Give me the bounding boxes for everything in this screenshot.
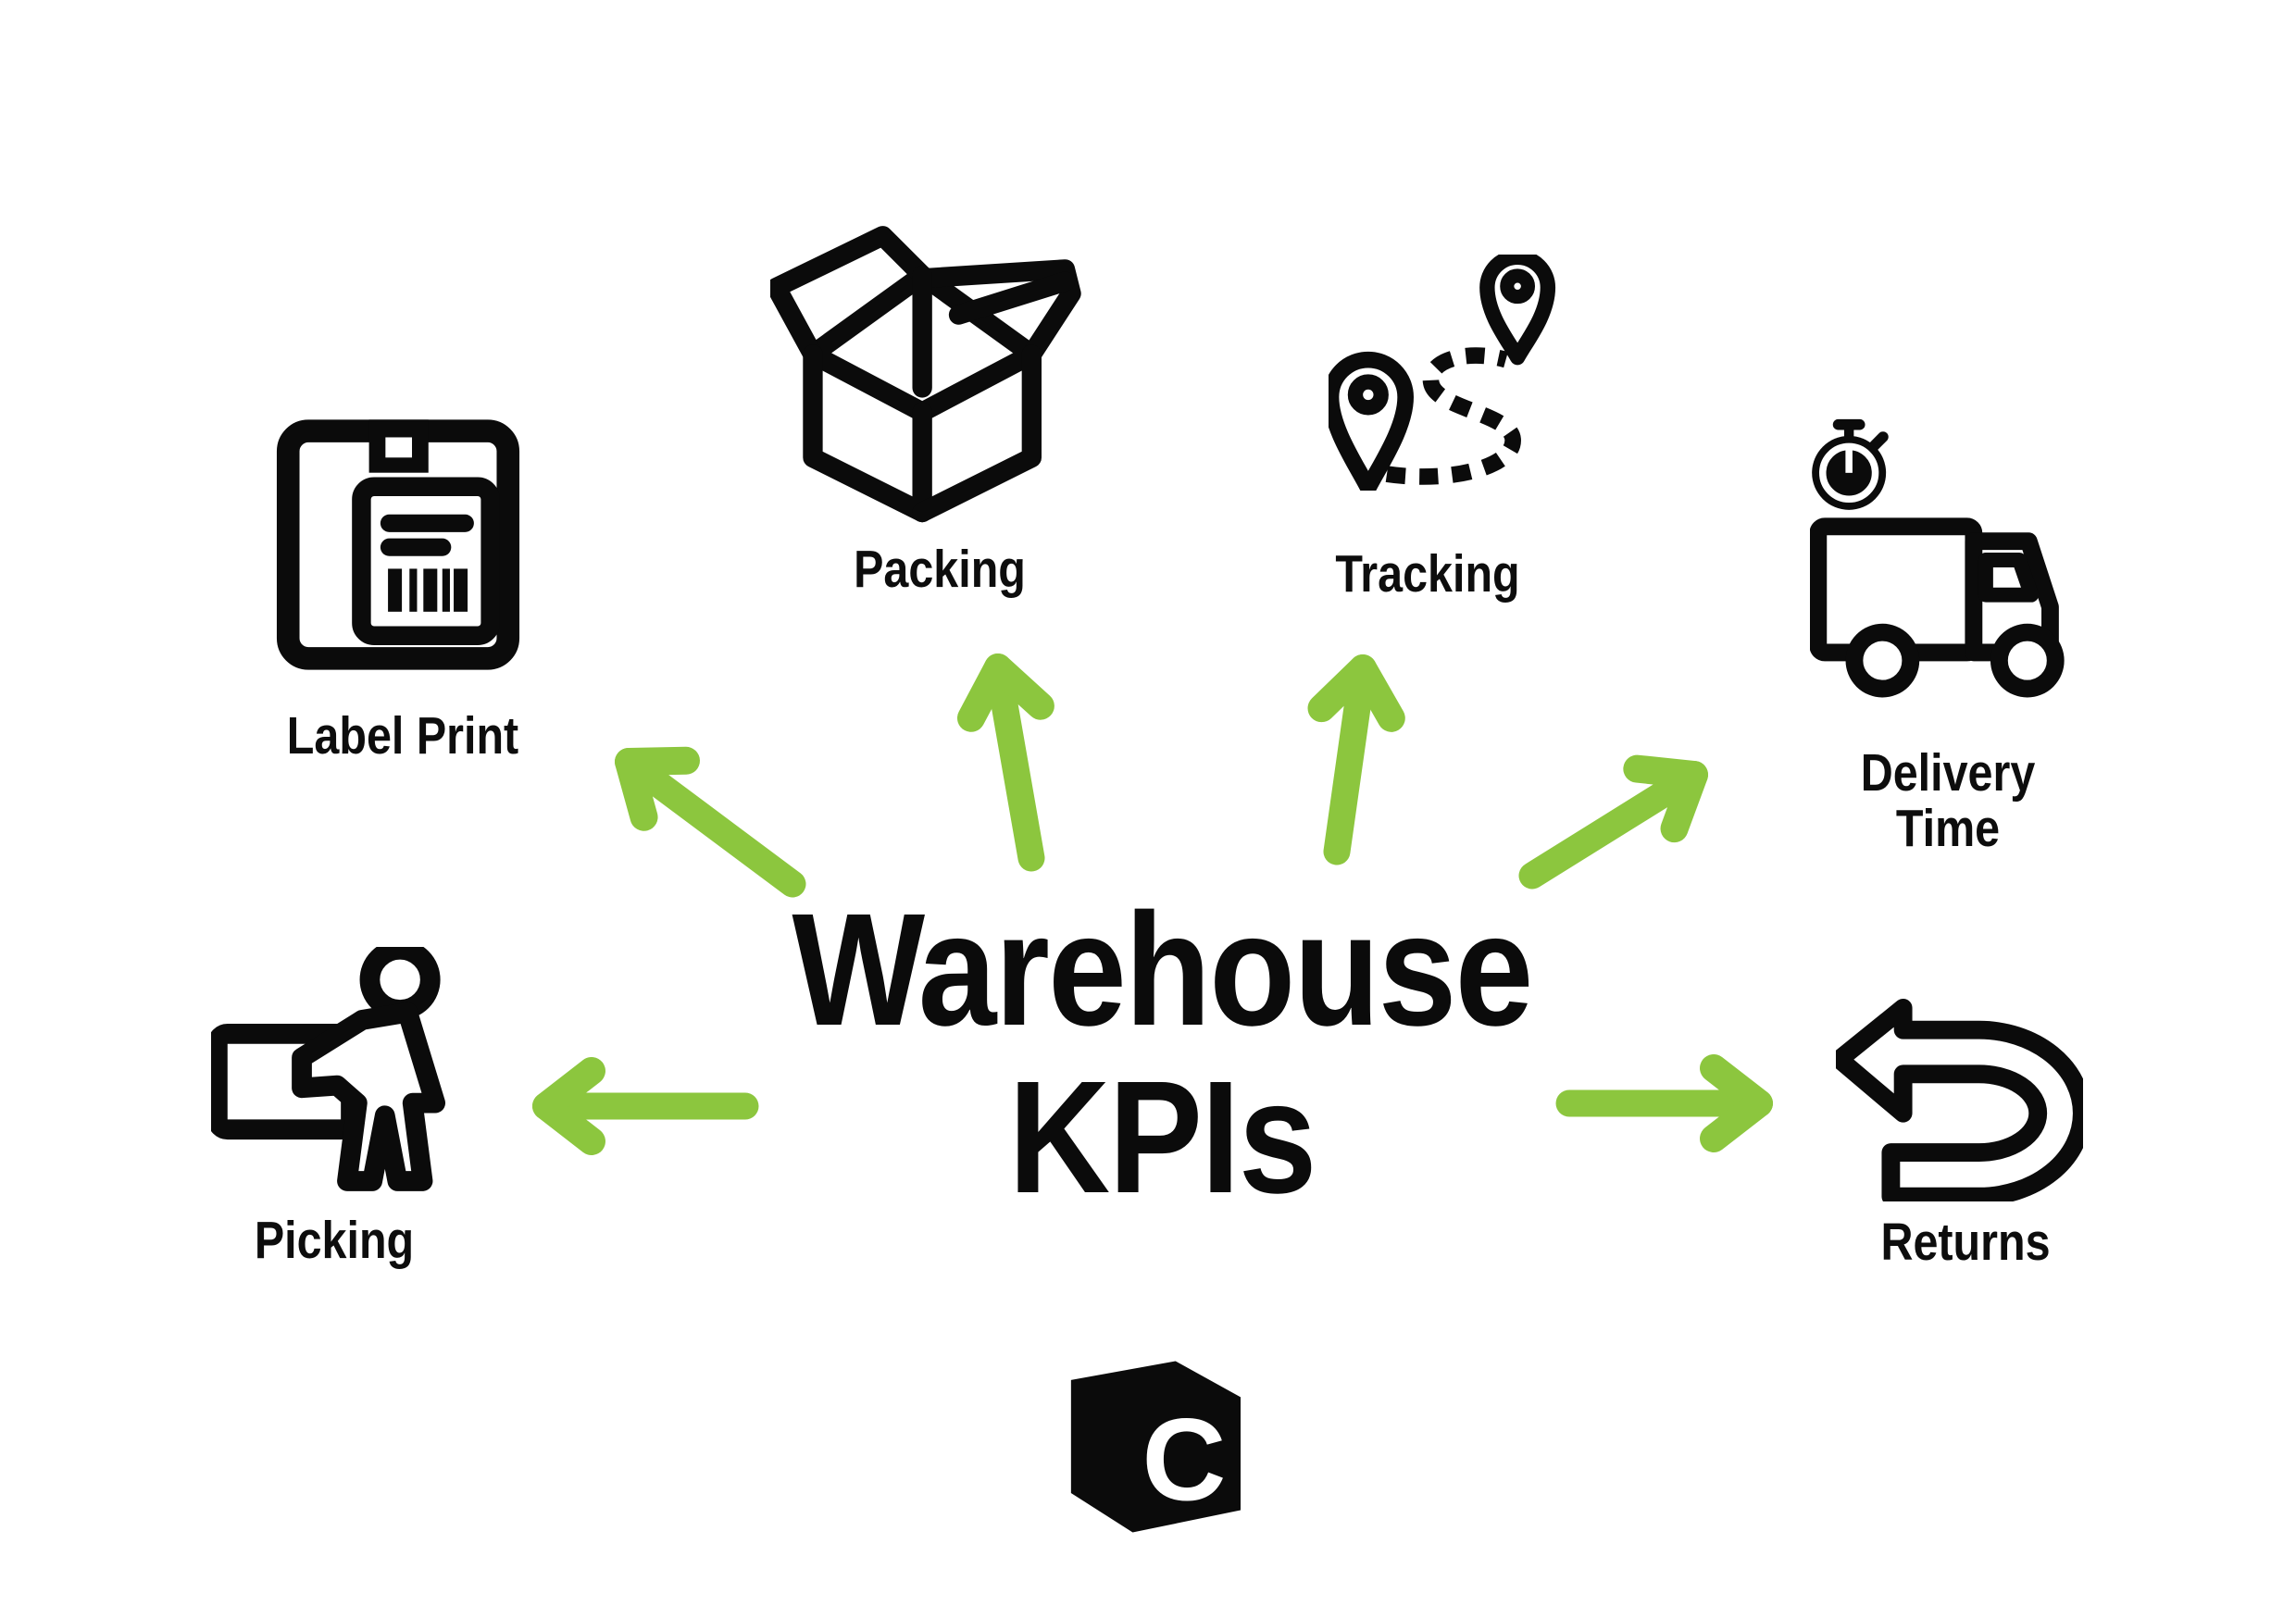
title-line1: Warehouse [792,879,1533,1059]
person-carrying-box-icon [211,947,446,1191]
route-pins-icon [1329,255,1556,491]
picking-label: Picking [254,1211,415,1270]
arrow-to-delivery-time [1518,754,1708,890]
arrow-to-packing [956,653,1054,872]
logo-letter: C [1142,1394,1227,1525]
title-line2: KPIs [1008,1047,1316,1226]
returns-label: Returns [1880,1213,2051,1272]
delivery-time-line1: Delivery [1860,743,2036,803]
delivery-time-line2: Time [1895,799,2001,858]
open-box-icon [770,226,1081,523]
return-arrow-icon [1836,998,2083,1201]
truck-stopwatch-icon [1810,418,2065,698]
arrow-to-label-print [615,746,806,898]
packing-label: Packing [854,540,1026,599]
arrow-to-picking [532,1056,759,1156]
page-title: Warehouse KPIs [755,886,1569,1221]
cube-logo: C [1070,1361,1241,1533]
arrow-to-returns [1555,1053,1773,1153]
label-print-label: Label Print [286,706,519,765]
arrow-to-tracking [1307,654,1405,865]
delivery-time-label: Delivery Time [1806,745,2090,856]
tracking-label: Tracking [1335,544,1520,604]
package-label-icon [276,419,520,670]
